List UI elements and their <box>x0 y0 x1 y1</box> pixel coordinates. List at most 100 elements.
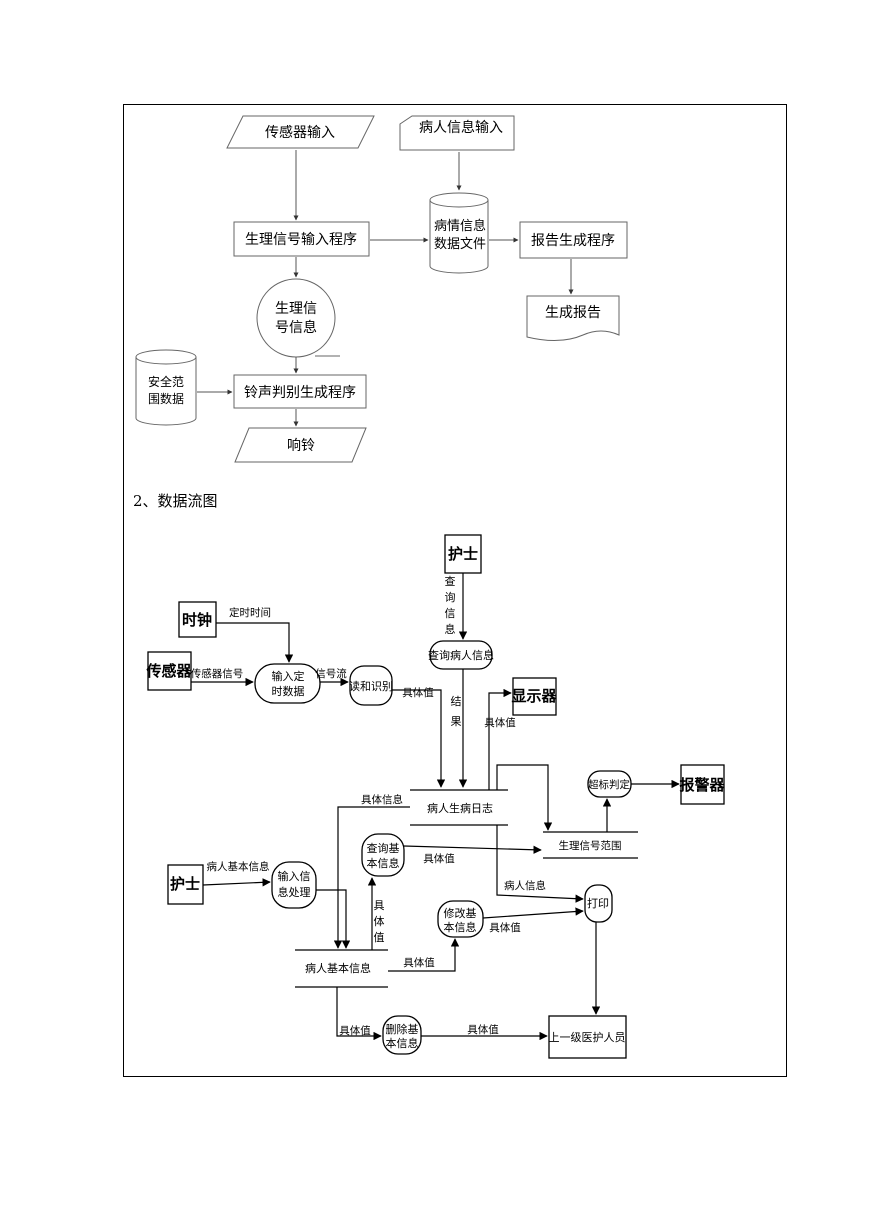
patient-log-label: 病人生病日志 <box>427 801 493 815</box>
print-label: 打印 <box>587 896 609 910</box>
sensor-input-label: 传感器输入 <box>265 124 335 141</box>
generate-report-label: 生成报告 <box>545 305 601 321</box>
safe-range-label-2: 围数据 <box>148 391 184 406</box>
clock-label: 时钟 <box>182 611 212 629</box>
delete-basic-label-1: 删除基 <box>386 1022 419 1036</box>
patient-info-label: 病人信息 <box>504 879 546 892</box>
input-timing-label-2: 时数据 <box>272 684 305 698</box>
patient-info-input-shape <box>399 115 515 151</box>
patient-basic-label: 病人基本信息 <box>207 860 270 873</box>
input-info-process <box>271 861 317 909</box>
flow-clock-timing <box>216 622 294 663</box>
detail-info-label: 具体信息 <box>361 793 403 806</box>
query-patient-label: 查询病人信息 <box>428 648 494 662</box>
section-heading: 2、数据流图 <box>133 492 218 510</box>
superior-staff-box <box>548 1015 627 1059</box>
value-label-7: 具体值 <box>467 1023 499 1036</box>
report-program-box <box>519 221 628 259</box>
nurse-top-label: 护士 <box>448 545 478 563</box>
query-info-char-1: 查 <box>445 574 456 588</box>
superior-staff-label: 上一级医护人员 <box>549 1030 626 1044</box>
bell-program-label: 铃声判别生成程序 <box>244 385 356 401</box>
signal-range-store <box>543 831 638 859</box>
patient-log-store <box>410 789 508 826</box>
print-process <box>584 884 613 923</box>
ring-label: 响铃 <box>287 438 315 454</box>
alarm-label: 报警器 <box>679 776 725 794</box>
query-info-char-2: 询 <box>445 591 456 604</box>
flow-modify-print <box>482 907 584 919</box>
patient-info-input-label: 病人信息输入 <box>419 119 503 136</box>
query-basic-label-2: 本信息 <box>367 856 400 870</box>
content-frame <box>123 104 787 1077</box>
signal-input-program-label: 生理信号输入程序 <box>245 232 357 248</box>
flowchart-labels: 传感器输入 病人信息输入 生理信号输入程序 病情信息 数据文件 报告生成程序 生… <box>148 119 615 454</box>
query-basic-label-1: 查询基 <box>367 841 400 855</box>
condition-file-label-2: 数据文件 <box>434 237 486 252</box>
value-label-5: 具体值 <box>403 956 435 969</box>
modify-basic-process <box>437 900 484 938</box>
input-timing-process <box>254 663 321 704</box>
signal-info-label-2: 号信息 <box>275 319 317 336</box>
value-label-1: 具体值 <box>402 686 434 699</box>
flow-query-range <box>403 845 542 854</box>
generate-report-shape <box>526 295 620 341</box>
clock-box <box>178 601 217 638</box>
value-label-2: 具体值 <box>484 716 516 729</box>
query-info-char-4: 息 <box>445 622 456 636</box>
condition-file-cylinder <box>429 192 489 274</box>
dfd-flows <box>191 573 680 1041</box>
sensor-box <box>147 651 192 691</box>
value-label-3: 具体值 <box>423 852 455 865</box>
query-basic-process <box>361 833 405 877</box>
dfd-shapes <box>147 534 725 1059</box>
flow-log-print <box>496 825 584 903</box>
timing-label: 定时时间 <box>229 606 271 619</box>
query-patient-process <box>429 640 493 670</box>
display-label: 显示器 <box>511 687 557 705</box>
value-vertical-char-3: 值 <box>374 931 385 944</box>
signal-info-circle <box>256 278 336 358</box>
display-box <box>512 677 557 716</box>
flow-input-store <box>316 889 351 949</box>
value-label-4: 具体值 <box>489 921 521 934</box>
flow-store-modify <box>388 938 460 972</box>
safe-range-cylinder <box>135 349 197 426</box>
nurse-left-label: 护士 <box>170 875 200 893</box>
sensor-label: 传感器 <box>145 662 192 680</box>
flow-detail-info <box>333 806 410 949</box>
patient-basic-store-label: 病人基本信息 <box>305 961 371 975</box>
flow-nurse-input <box>202 878 271 887</box>
signal-info-label-1: 生理信 <box>275 301 317 317</box>
result-char-1: 结 <box>451 695 462 708</box>
input-info-label-2: 息处理 <box>278 885 311 899</box>
read-identify-label: 读和识别 <box>349 679 393 693</box>
dfd-labels: 护士 查 询 信 息 时钟 定时时间 传感器 传感器信号 输入定 时数据 信号流… <box>145 545 725 1050</box>
input-timing-label-1: 输入定 <box>272 669 305 683</box>
result-char-2: 果 <box>451 715 462 728</box>
modify-basic-label-2: 本信息 <box>444 920 477 934</box>
input-info-label-1: 输入信 <box>278 869 311 883</box>
sensor-input-shape <box>226 115 375 149</box>
value-vertical-char-1: 具 <box>374 899 385 912</box>
sensor-signal-label: 传感器信号 <box>191 667 244 680</box>
alarm-box <box>680 764 725 805</box>
report-program-label: 报告生成程序 <box>531 233 615 249</box>
flow-read-log <box>392 689 446 788</box>
delete-basic-process <box>382 1015 422 1055</box>
ring-shape <box>234 427 367 463</box>
signal-range-label: 生理信号范围 <box>559 839 622 852</box>
modify-basic-label-1: 修改基 <box>444 906 477 920</box>
value-vertical-char-2: 体 <box>374 914 385 928</box>
flow-store-delete <box>336 987 382 1041</box>
flow-log-range <box>496 764 553 831</box>
signal-input-program-box <box>233 221 370 257</box>
over-limit-label: 超标判定 <box>588 778 630 791</box>
query-info-char-3: 信 <box>445 607 456 620</box>
flow-log-display <box>488 688 512 790</box>
delete-basic-label-2: 本信息 <box>386 1036 419 1050</box>
condition-file-label-1: 病情信息 <box>434 218 486 234</box>
bell-program-box <box>233 374 367 409</box>
